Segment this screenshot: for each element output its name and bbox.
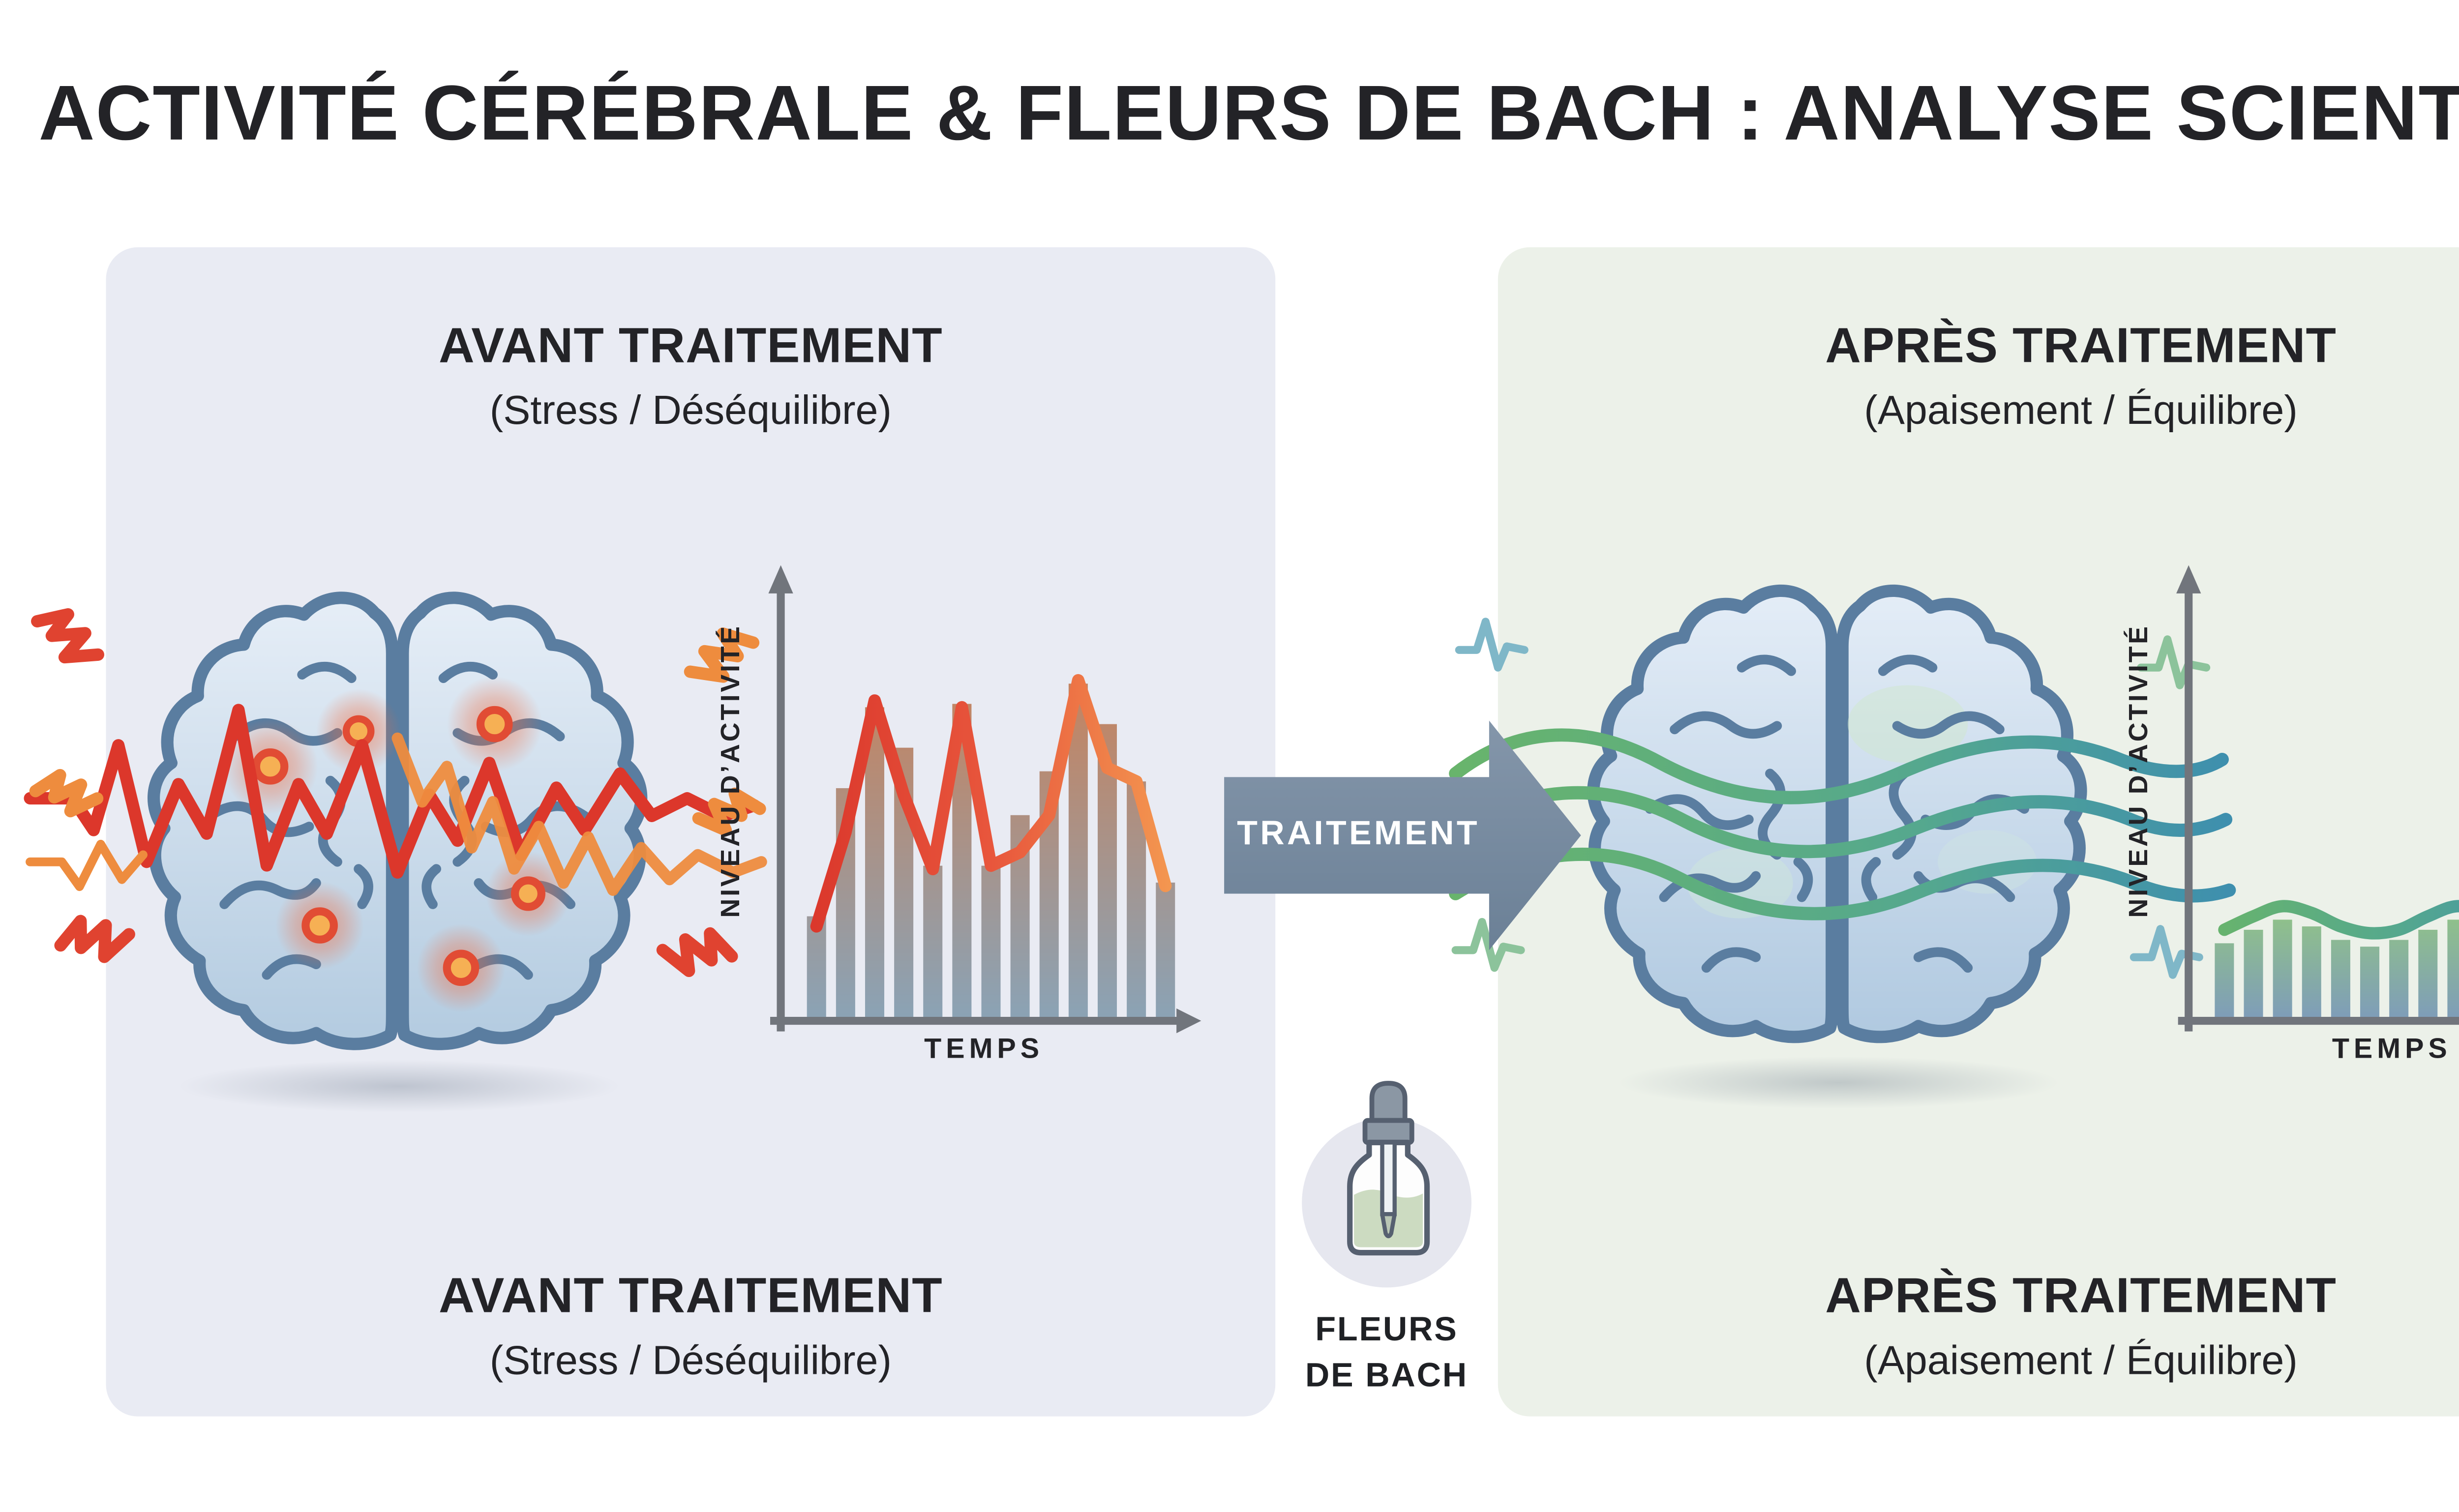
bar — [2215, 943, 2234, 1021]
activity-line — [2218, 900, 2459, 940]
bar — [807, 916, 826, 1021]
before-footer-subheading: (Stress / Déséquilibre) — [489, 1336, 892, 1383]
chart-after-plot — [2176, 565, 2459, 1032]
calm-brain-illustration — [1449, 584, 2236, 1043]
bar — [2302, 926, 2321, 1021]
bar — [2389, 940, 2409, 1021]
panel-after-footer: APRÈS TRAITEMENT (Apaisement / Équilibre… — [1498, 1268, 2459, 1385]
panel-after-header: APRÈS TRAITEMENT (Apaisement / Équilibre… — [1498, 318, 2459, 435]
bar — [923, 865, 943, 1021]
bar — [981, 865, 1001, 1021]
lightning-bolt-icons — [29, 608, 766, 978]
bar — [2244, 929, 2263, 1021]
y-axis-label-after: NIVEAU D’ACTIVITÉ — [2124, 624, 2155, 918]
brain-outline — [148, 592, 648, 1050]
bottle-label-line1: FLEURS — [1315, 1312, 1458, 1350]
stressed-brain-illustration — [24, 592, 767, 1050]
before-subheading: (Stress / Déséquilibre) — [489, 386, 892, 433]
before-heading: AVANT TRAITEMENT — [439, 318, 943, 373]
stress-eeg-lines — [24, 704, 767, 896]
x-axis-label-after: TEMPS — [2332, 1035, 2452, 1065]
after-footer-heading: APRÈS TRAITEMENT — [1825, 1268, 2337, 1323]
bar — [2331, 940, 2350, 1021]
chart-before-plot — [768, 565, 1201, 1034]
dropper-bottle-icon — [1347, 1081, 1430, 1256]
bar — [2418, 929, 2438, 1021]
bottle-label-line2: DE BACH — [1305, 1358, 1469, 1395]
brain-shadow-after — [1616, 1056, 2062, 1109]
activity-chart-before: NIVEAU D’ACTIVITÉ TEMPS — [703, 547, 1233, 1095]
bar — [1068, 683, 1088, 1021]
treatment-arrow: TRAITEMENT — [1224, 720, 1581, 950]
arrow-right-icon — [1224, 720, 1581, 950]
bottle-label: FLEURS DE BACH — [1236, 1309, 1537, 1401]
after-heading: APRÈS TRAITEMENT — [1825, 318, 2337, 373]
brain-shadow-before — [177, 1060, 622, 1113]
calm-wave-lines — [1449, 728, 2236, 920]
panel-before-header: AVANT TRAITEMENT (Stress / Déséquilibre) — [106, 318, 1276, 435]
y-axis-label-before: NIVEAU D’ACTIVITÉ — [716, 624, 747, 918]
bar — [2360, 947, 2380, 1021]
bar — [2447, 919, 2459, 1021]
bar — [1156, 882, 1175, 1021]
treatment-arrow-label: TRAITEMENT — [1237, 816, 1480, 853]
page-title: ACTIVITÉ CÉRÉBRALE & FLEURS DE BACH : AN… — [38, 70, 2459, 157]
after-subheading: (Apaisement / Équilibre) — [1864, 386, 2298, 433]
after-footer-subheading: (Apaisement / Équilibre) — [1864, 1336, 2298, 1383]
activity-line — [810, 674, 1172, 933]
activity-chart-after: NIVEAU D’ACTIVITÉ TEMPS — [2111, 547, 2459, 1095]
x-axis-label-before: TEMPS — [924, 1035, 1044, 1065]
before-footer-heading: AVANT TRAITEMENT — [439, 1268, 943, 1323]
bar — [2273, 919, 2292, 1021]
panel-before-footer: AVANT TRAITEMENT (Stress / Déséquilibre) — [106, 1268, 1276, 1385]
bar — [865, 707, 885, 1021]
